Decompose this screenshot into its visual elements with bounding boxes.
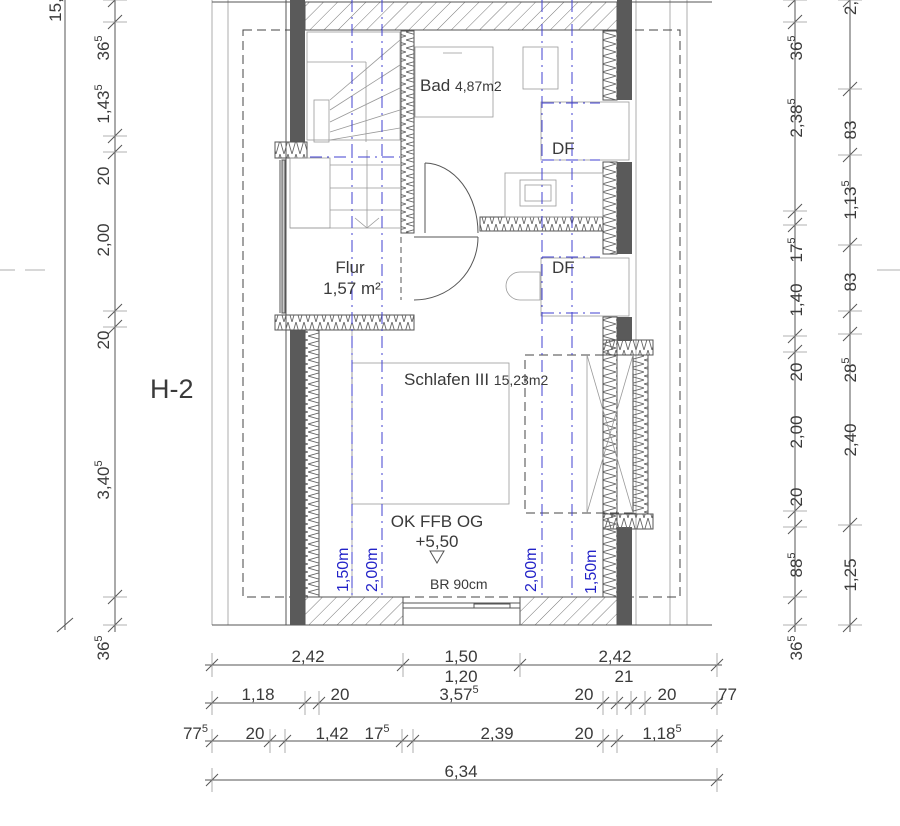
dimension-label: 2,00: [787, 415, 806, 448]
dimension-label: 1,435: [93, 84, 113, 123]
dimension-label: 1,40: [787, 283, 806, 316]
dimension-label: 1,185: [642, 723, 681, 743]
dimension-label: 20: [658, 685, 677, 704]
dimension-label: 175: [364, 723, 389, 743]
dimension-label: 285: [840, 357, 860, 382]
dimension-tick: [842, 0, 851, 8]
plan-title: H-2: [150, 374, 194, 404]
dimension-label: 20: [94, 331, 113, 350]
dimension-label: 2,42: [291, 647, 324, 666]
dimension-label: 365: [786, 35, 806, 60]
dimension-label: 2,385: [786, 98, 806, 137]
dimension-label: 20: [246, 724, 265, 743]
dimension-label: 20: [575, 685, 594, 704]
dimension-label: 1,20: [444, 667, 477, 686]
dimension-label: 365: [93, 635, 113, 660]
exterior-walls: [290, 0, 632, 625]
dimension-label: 20: [331, 685, 350, 704]
dimension-label: 1,25: [841, 558, 860, 591]
dimension-tick: [787, 0, 796, 8]
dimension-label: 20: [787, 488, 806, 507]
dimension-label: 83: [841, 121, 860, 140]
window-bottom: [403, 602, 520, 609]
dimension-label: 2,40: [841, 423, 860, 456]
gable-walls: [304, 1, 618, 626]
level-value: +5,50: [415, 532, 458, 551]
level-marker-icon: [429, 550, 445, 564]
dimension-label: 21: [615, 667, 634, 686]
height-label: 1,50m: [335, 548, 352, 592]
room-label-df-lower: DF: [552, 258, 575, 277]
dimension-label: 1,42: [315, 724, 348, 743]
dimension-label: 77: [718, 685, 737, 704]
height-label: 2,00m: [364, 548, 381, 592]
dimension-label: 175: [786, 237, 806, 262]
window-note: BR 90cm: [430, 576, 488, 592]
dimension-label: 3,575: [439, 684, 478, 704]
dimension-label: 15,: [46, 0, 65, 22]
dimension-label: 2,42: [598, 647, 631, 666]
dimension-lines: 15, 365 1,435 20 2,00 20 3,405 365 365 2,385 175 1,…: [0, 0, 900, 792]
dimension-label: 83: [841, 273, 860, 292]
dimension-label: 6,34: [444, 762, 477, 781]
dimension-label: 1,18: [241, 685, 274, 704]
room-area-flur: 1,57 m²: [323, 279, 381, 298]
dimension-label: 20: [787, 363, 806, 382]
dimension-label: 775: [183, 723, 208, 743]
bathroom-fixtures: [414, 46, 604, 301]
door-swings: [400, 162, 479, 301]
level-label: OK FFB OG: [391, 512, 484, 531]
dimension-label: 2,: [841, 1, 860, 15]
dimension-label: 3,405: [93, 460, 113, 499]
dimension-label: 365: [93, 35, 113, 60]
room-label-flur: Flur: [335, 258, 365, 277]
staircase: [289, 31, 401, 229]
dimension-label: 1,50: [444, 647, 477, 666]
dimension-label: 2,00: [94, 223, 113, 256]
dimension-label: 20: [575, 724, 594, 743]
height-label: 1,50m: [583, 550, 600, 594]
dimension-label: 365: [786, 635, 806, 660]
room-label-schlafen: Schlafen III 15,23m2: [404, 370, 548, 389]
dimension-tick: [56, 617, 74, 633]
dimension-label: 2,39: [480, 724, 513, 743]
ceiling-height-lines: [310, 0, 600, 597]
dimension-label: 20: [94, 167, 113, 186]
dimension-tick: [107, 0, 116, 8]
dimension-label: 1,135: [840, 180, 860, 219]
room-label-bad: Bad 4,87m2: [420, 76, 502, 95]
dimension-label: 885: [786, 552, 806, 577]
height-label: 2,00m: [523, 548, 540, 592]
room-label-df-upper: DF: [552, 139, 575, 158]
